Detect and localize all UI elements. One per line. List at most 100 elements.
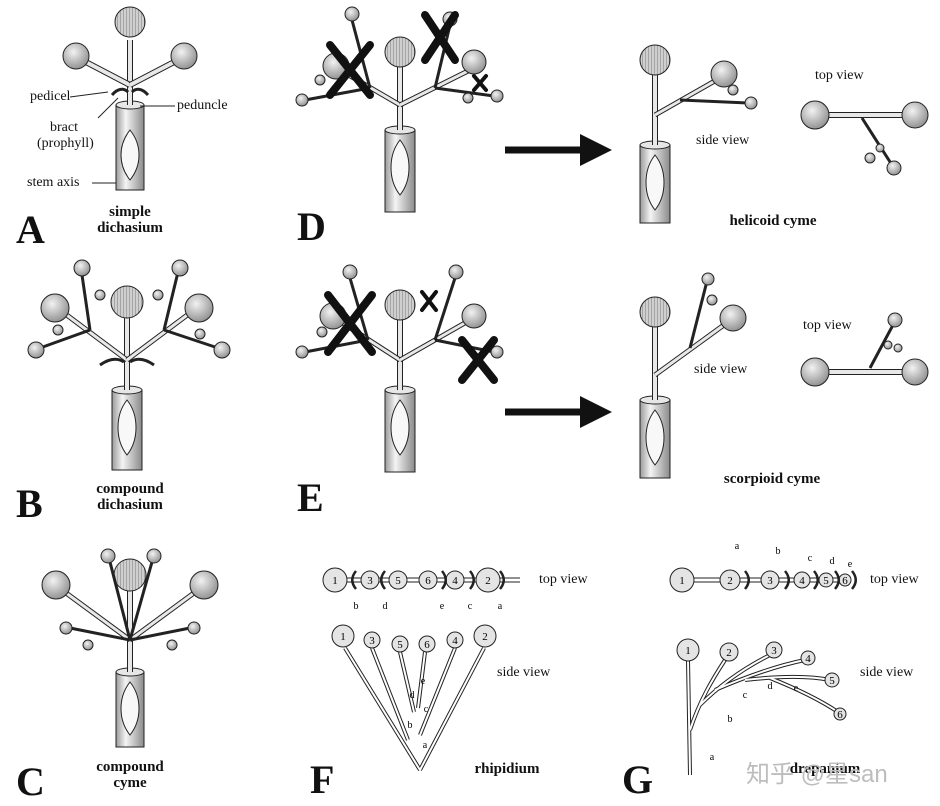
label-pedicel: pedicel — [30, 89, 71, 104]
g-side-bract-c: c — [743, 690, 748, 701]
label-prophyll: (prophyll) — [37, 136, 94, 151]
f-side-flower-5: 5 — [391, 635, 409, 653]
f-top-flower-2-circle — [475, 567, 501, 593]
g-side-flower-5-circle — [824, 672, 840, 688]
f-top-view-label: top view — [539, 572, 588, 587]
g-side-bract-e: e — [794, 683, 799, 694]
panel-e — [295, 264, 929, 479]
g-side-bract-d: d — [768, 681, 773, 692]
f-side-view-label: side view — [497, 665, 551, 680]
g-top-flower-1: 1 — [669, 567, 695, 593]
caption-a-line1: simple — [109, 204, 151, 220]
f-top-flower-4-label: 4 — [452, 575, 458, 587]
g-side-flower-6: 6 — [833, 707, 847, 721]
f-side-flower-4-label: 4 — [452, 635, 458, 647]
g-top-flower-2-circle — [719, 569, 741, 591]
g-side-flower-3: 3 — [765, 641, 783, 659]
f-side-flower-6-circle — [418, 635, 436, 653]
d-side-view-label: side view — [696, 133, 750, 148]
g-top-flower-5-label: 5 — [823, 575, 829, 587]
caption-e: scorpioid cyme — [723, 471, 821, 487]
d-top-view-label: top view — [815, 68, 864, 83]
panel-b — [27, 259, 231, 471]
e-side-view-label: side view — [694, 362, 748, 377]
g-top-flower-3: 3 — [760, 570, 780, 590]
bract — [351, 570, 357, 590]
g-side-flower-4: 4 — [800, 650, 816, 666]
f-side-flower-1-label: 1 — [340, 631, 346, 643]
g-side-flower-1-circle — [676, 638, 700, 662]
g-side-flower-2-circle — [719, 642, 739, 662]
f-top-flower-3-circle — [360, 570, 380, 590]
g-side-flower-1-label: 1 — [685, 645, 691, 657]
g-top-flower-2-label: 2 — [727, 575, 733, 587]
bract — [469, 570, 475, 590]
f-side-bract-b: b — [408, 720, 413, 731]
g-side-view-label: side view — [860, 665, 914, 680]
f-top-flower-1-circle — [322, 567, 348, 593]
g-side-flower-6-circle — [833, 707, 847, 721]
panel-letter-d: D — [297, 204, 326, 249]
g-side-flower-6-label: 6 — [837, 709, 843, 721]
f-side-bract-d: d — [410, 690, 415, 701]
f-side-flower-4-circle — [446, 631, 464, 649]
f-top-flower-6-circle — [418, 570, 438, 590]
watermark: 知乎 @星san — [746, 761, 888, 788]
g-side-flower-5: 5 — [824, 672, 840, 688]
g-top-flower-5: 5 — [818, 572, 834, 588]
f-top-flower-2: 2 — [475, 567, 501, 593]
panel-letter-b: B — [16, 481, 43, 526]
bract — [813, 570, 819, 590]
g-side-flower-2-label: 2 — [726, 647, 732, 659]
g-top-bract-c: c — [808, 553, 813, 564]
g-side-flower-4-label: 4 — [805, 653, 811, 665]
f-side-flower-1: 1 — [331, 624, 355, 648]
panel-a — [62, 6, 198, 191]
g-top-bract-a: a — [735, 541, 740, 552]
caption-c-line2: cyme — [113, 775, 147, 791]
f-top-bract-c: c — [468, 601, 473, 612]
f-side-bract-a: a — [423, 740, 428, 751]
f-side-flower-5-label: 5 — [397, 639, 403, 651]
g-side-bract-a: a — [710, 752, 715, 763]
caption-a: simple dichasium — [90, 204, 170, 236]
bract — [744, 570, 750, 590]
f-side-flower-6-label: 6 — [424, 639, 430, 651]
f-top-flower-6: 6 — [418, 570, 438, 590]
f-top-flower-5-label: 5 — [395, 575, 401, 587]
bract — [834, 570, 840, 590]
caption-d: helicoid cyme — [729, 213, 817, 229]
f-top-bract-a: a — [498, 601, 503, 612]
f-side-flower-6: 6 — [418, 635, 436, 653]
g-top-flower-4-label: 4 — [799, 575, 805, 587]
caption-f: rhipidium — [474, 761, 540, 777]
caption-b-line1: compound — [96, 481, 164, 497]
g-side-flower-3-label: 3 — [771, 645, 777, 657]
f-top-bract-e: e — [440, 601, 445, 612]
panel-letter-a: A — [16, 207, 45, 252]
f-top-flower-3-label: 3 — [367, 575, 373, 587]
caption-g: drepanium — [789, 761, 861, 777]
f-top-bract-d: d — [383, 601, 388, 612]
f-top-flower-1: 1 — [322, 567, 348, 593]
g-side-flower-3-circle — [765, 641, 783, 659]
f-side-flower-2-circle — [473, 624, 497, 648]
f-top-flower-1-label: 1 — [332, 575, 338, 587]
panel-letter-c: C — [16, 759, 45, 804]
g-side-flower-5-label: 5 — [829, 675, 835, 687]
g-top-bract-e: e — [848, 559, 853, 570]
f-top-bract-b: b — [354, 601, 359, 612]
f-top-flower-4: 4 — [445, 570, 465, 590]
g-top-flower-1-label: 1 — [679, 575, 685, 587]
g-top-flower-1-circle — [669, 567, 695, 593]
caption-b-line2: dichasium — [97, 497, 163, 513]
caption-a-line2: dichasium — [97, 220, 163, 236]
g-side-flower-2: 2 — [719, 642, 739, 662]
g-top-flower-6-label: 6 — [842, 575, 848, 587]
caption-c-line1: compound — [96, 759, 164, 775]
f-side-bract-e: e — [421, 676, 426, 687]
e-top-view-label: top view — [803, 318, 852, 333]
bract — [851, 570, 857, 590]
